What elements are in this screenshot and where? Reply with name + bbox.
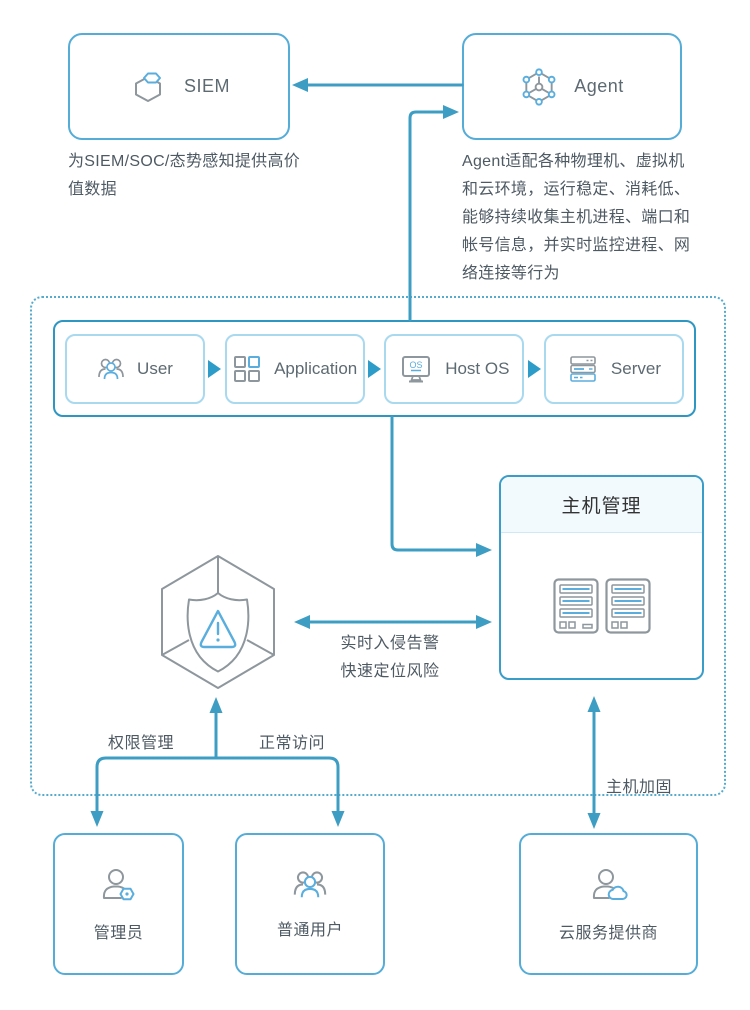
siem-label: SIEM [183,76,230,96]
flow-box-host-os: OS Host OS [384,333,525,404]
agent-label: Agent [574,76,624,96]
flow-arrow-icon [208,359,222,378]
flow-box-application: Application [224,333,365,404]
flow-label-host-os: Host OS [445,358,510,378]
normal-user-node: 普通用户 [235,833,385,975]
alert-arrow-label: 实时入侵告警 快速定位风险 [340,635,440,680]
host-mgmt-title: 主机管理 [501,477,702,533]
arrow-flow-to-agent [408,105,459,322]
host-mgmt-body [501,533,702,678]
security-shield-icon [161,555,275,689]
siem-icon [134,72,161,102]
admin-node: 管理员 [53,833,184,975]
siem-description: 为SIEM/SOC/态势感知提供高价值数据 [68,153,301,198]
user-group-icon [293,871,327,898]
agent-node: Agent [462,33,682,140]
normal-access-label: 正常访问 [259,735,326,752]
cloud-provider-icon [592,868,628,900]
flow-label-application: Application [274,358,358,378]
access-flow-strip: User Application OS [53,320,696,417]
agent-description: Agent适配各种物理机、虚拟机和云环境，运行稳定、消耗低、能够持续收集主机进程… [462,153,691,282]
agent-icon [522,67,556,106]
cloud-provider-node: 云服务提供商 [519,833,698,975]
flow-label-server: Server [610,358,661,378]
flow-box-user: User [65,333,205,404]
siem-node: SIEM [68,33,290,140]
admin-icon [102,868,134,900]
hardening-label: 主机加固 [606,779,673,796]
cloud-provider-label: 云服务提供商 [558,924,658,942]
os-text: OS [410,360,423,370]
flow-label-user: User [137,358,173,378]
admin-label: 管理员 [93,924,144,942]
user-group-icon [98,358,124,379]
server-tower-icon [552,577,599,634]
flow-box-server: Server [543,333,684,404]
arrow-agent-to-siem [292,78,464,92]
flow-arrow-icon [527,359,541,378]
normal-user-label: 普通用户 [276,922,343,939]
host-os-icon: OS [402,355,431,382]
permission-label: 权限管理 [108,735,175,752]
platform-dotted-zone [30,296,726,796]
application-icon [234,355,261,382]
flow-arrow-icon [367,359,381,378]
server-icon [570,355,596,382]
server-tower-icon [604,577,651,634]
host-mgmt-panel: 主机管理 [499,475,704,680]
